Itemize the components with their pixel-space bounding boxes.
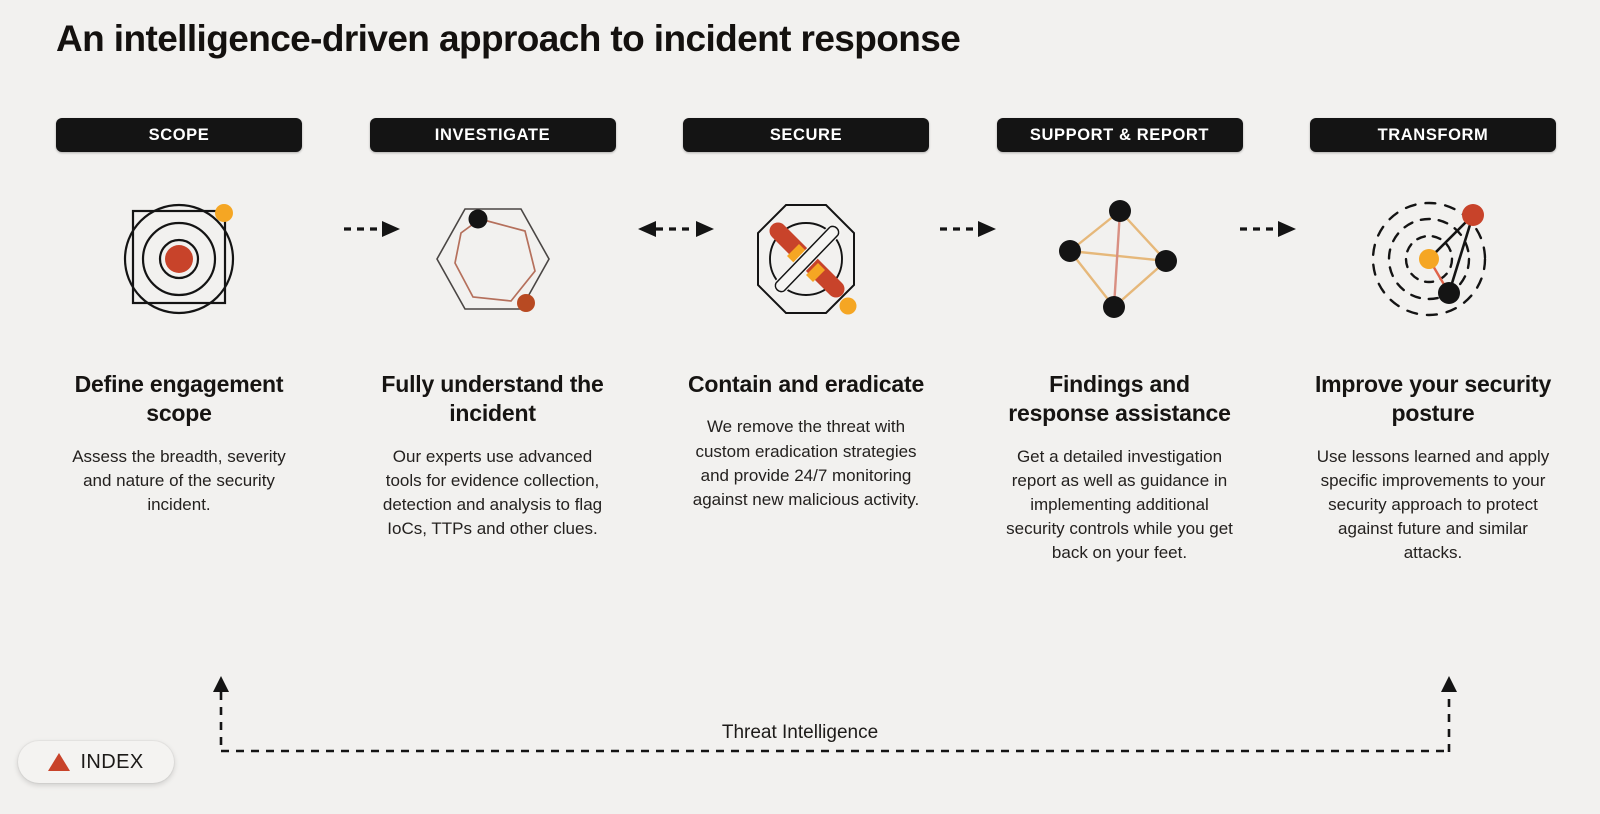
- bracket-arrow-right-icon: [1441, 676, 1457, 692]
- stage-pill-transform[interactable]: TRANSFORM: [1310, 118, 1556, 152]
- stage-body-scope: Assess the breadth, severity and nature …: [72, 446, 286, 515]
- stage-heading-support-report: Findings and response assistance: [1008, 371, 1231, 427]
- stage-body-secure: We remove the threat with custom eradica…: [692, 417, 920, 509]
- network-nodes-icon: [1045, 188, 1195, 338]
- octagon-blocked-icon: [731, 188, 881, 338]
- hexagon-heptagon-icon: [418, 188, 568, 338]
- radar-nodes-icon: [1358, 188, 1508, 338]
- threat-intelligence-bracket: [0, 666, 1600, 786]
- stage-support-report: SUPPORT & REPORT Findings and response a…: [996, 118, 1243, 566]
- stage-pill-investigate[interactable]: INVESTIGATE: [369, 118, 616, 152]
- index-button[interactable]: INDEX: [18, 741, 174, 783]
- stage-heading-investigate: Fully understand the incident: [381, 371, 604, 427]
- stage-pill-support-report[interactable]: SUPPORT & REPORT: [996, 118, 1243, 152]
- stage-investigate: INVESTIGATE Fully understand the inciden…: [369, 118, 616, 541]
- stage-transform: TRANSFORM Improve your security posture …: [1310, 118, 1556, 566]
- page-title: An intelligence-driven approach to incid…: [56, 18, 961, 59]
- triangle-up-icon: [48, 753, 71, 771]
- stages-row: SCOPE Define engagement scope Assess the…: [56, 118, 1556, 566]
- stage-heading-transform: Improve your security posture: [1314, 371, 1552, 427]
- stage-body-transform: Use lessons learned and apply specific i…: [1316, 446, 1550, 563]
- bracket-arrow-left-icon: [213, 676, 229, 692]
- stage-body-support-report: Get a detailed investigation report as w…: [1006, 446, 1233, 563]
- threat-intelligence-label: Threat Intelligence: [707, 722, 893, 744]
- stage-heading-scope: Define engagement scope: [74, 371, 284, 427]
- stage-pill-scope[interactable]: SCOPE: [56, 118, 302, 152]
- stage-scope: SCOPE Define engagement scope Assess the…: [56, 118, 302, 517]
- stage-body-investigate: Our experts use advanced tools for evide…: [382, 446, 603, 539]
- stage-pill-secure[interactable]: SECURE: [683, 118, 929, 152]
- target-square-icon: [104, 188, 254, 338]
- index-button-label: INDEX: [80, 750, 144, 773]
- stage-secure: SECURE Contain and eradicate: [683, 118, 929, 512]
- stage-heading-secure: Contain and eradicate: [687, 371, 925, 397]
